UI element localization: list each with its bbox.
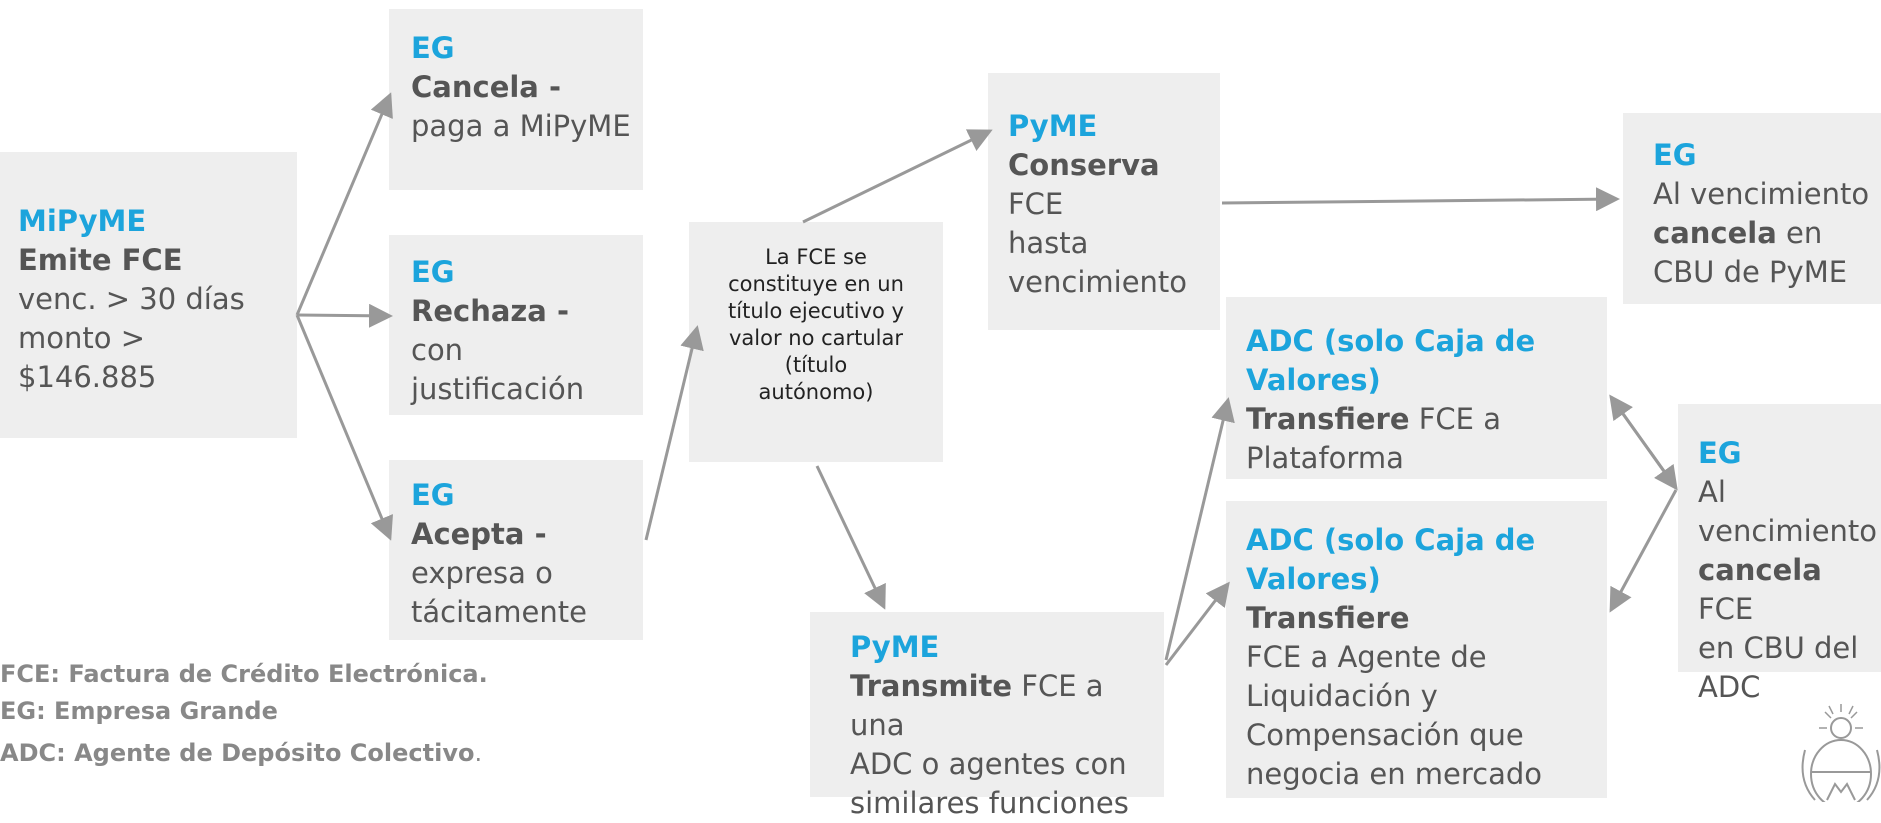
detail-text: FCE	[1008, 187, 1064, 221]
actor-label: EG	[1653, 138, 1697, 172]
detail-text: en	[1776, 216, 1823, 250]
detail-text: en CBU del	[1698, 631, 1859, 665]
note-line: (título	[784, 353, 848, 377]
arrow-emite-to-cancela	[295, 92, 393, 316]
actor-label: Valores)	[1246, 363, 1381, 397]
action-label: Cancela -	[411, 70, 561, 104]
detail-text: Plataforma	[1246, 441, 1404, 475]
detail-text: ADC o agentes con	[850, 747, 1127, 781]
detail-text: paga a MiPyME	[411, 109, 631, 143]
detail-text: con justificación	[411, 333, 585, 406]
note-line: La FCE se	[765, 245, 867, 269]
actor-label: PyME	[850, 630, 940, 664]
detail-text: expresa o	[411, 556, 553, 590]
action-label: Conserva	[1008, 148, 1160, 182]
actor-label: EG	[1698, 436, 1742, 470]
condition-text: venc. > 30 días	[18, 282, 245, 316]
actor-label: Valores)	[1246, 562, 1381, 596]
arrow-eg-adc-to-adc-agente	[1609, 489, 1678, 613]
actor-label: EG	[411, 255, 455, 289]
detail-text: tácitamente	[411, 595, 587, 629]
note-line: valor no cartular	[728, 326, 904, 350]
action-label: cancela	[1698, 553, 1822, 587]
detail-text: Al	[1698, 475, 1726, 509]
box-adc-plataforma: ADC (solo Caja de Valores) Transfiere FC…	[1226, 297, 1607, 479]
detail-text: FCE a	[1409, 402, 1501, 436]
detail-text: vencimiento	[1008, 265, 1188, 299]
coat-of-arms-icon	[1801, 704, 1881, 802]
condition-text: monto > $146.885	[18, 321, 157, 394]
action-line: Transfiere FCE a	[1246, 400, 1597, 439]
actor-label: MiPyME	[18, 204, 147, 238]
detail-text: Al vencimiento	[1653, 177, 1870, 211]
detail-text: hasta	[1008, 226, 1089, 260]
action-label: Transfiere	[1246, 601, 1410, 635]
action-line: Transmite FCE a una	[850, 667, 1154, 745]
action-line: cancela FCE	[1698, 551, 1877, 629]
action-label: Rechaza -	[411, 294, 569, 328]
arrow-adc-plataforma-to-eg-adc	[1609, 396, 1678, 491]
action-label: Transfiere	[1246, 402, 1410, 436]
box-eg-cancela: EG Cancela - paga a MiPyME	[389, 9, 643, 190]
action-label: Emite FCE	[18, 243, 183, 277]
arrow-titulo-to-transmite	[815, 465, 886, 610]
actor-label: EG	[411, 31, 455, 65]
arrow-transmite-to-adc-agente	[1164, 581, 1230, 666]
actor-label: PyME	[1008, 109, 1098, 143]
detail-text: FCE	[1698, 592, 1754, 626]
arrow-transmite-to-adc-plataforma	[1164, 397, 1235, 661]
detail-text: Compensación que	[1246, 718, 1524, 752]
arrow-titulo-to-conserva	[802, 129, 993, 224]
actor-label: ADC (solo Caja de	[1246, 324, 1536, 358]
note-line: autónomo)	[758, 380, 874, 404]
actor-label: EG	[411, 478, 455, 512]
actor-label: ADC (solo Caja de	[1246, 523, 1536, 557]
detail-text: ADC	[1698, 670, 1761, 704]
legend-adc-text: ADC: Agente de Depósito Colectivo	[0, 739, 475, 767]
detail-text: FCE a una	[850, 669, 1104, 742]
action-label: Transmite	[850, 669, 1013, 703]
action-label: cancela	[1653, 216, 1777, 250]
legend-eg: EG: Empresa Grande	[0, 697, 278, 725]
box-eg-vencimiento-pyme: EG Al vencimiento cancela en CBU de PyME	[1623, 113, 1881, 304]
detail-text: Liquidación y	[1246, 679, 1438, 713]
box-mipyme-emite: MiPyME Emite FCE venc. > 30 días monto >…	[0, 152, 297, 438]
arrow-emite-to-acepta	[295, 314, 393, 541]
legend-fce: FCE: Factura de Crédito Electrónica.	[0, 660, 488, 688]
detail-text: vencimiento	[1698, 514, 1878, 548]
detail-text: negocia en mercado	[1246, 757, 1543, 791]
detail-text: FCE a Agente de	[1246, 640, 1487, 674]
flow-arrows	[295, 92, 1678, 666]
box-eg-vencimiento-adc: EG Al vencimiento cancela FCE en CBU del…	[1678, 404, 1881, 704]
legend-adc: ADC: Agente de Depósito Colectivo.	[0, 739, 482, 767]
box-adc-agente: ADC (solo Caja de Valores) Transfiere FC…	[1226, 501, 1607, 798]
arrow-acepta-to-titulo	[644, 325, 704, 541]
action-label: Acepta -	[411, 517, 547, 551]
detail-text: CBU de PyME	[1653, 255, 1848, 289]
note-line: constituye en un	[728, 272, 904, 296]
box-eg-rechaza: EG Rechaza - con justificación	[389, 235, 643, 415]
legend-adc-suffix: .	[474, 739, 483, 767]
action-line: cancela en	[1653, 214, 1871, 253]
box-titulo-ejecutivo: La FCE se constituye en un título ejecut…	[689, 222, 943, 462]
arrow-conserva-to-eg-pyme	[1221, 187, 1620, 212]
box-eg-acepta: EG Acepta - expresa o tácitamente	[389, 460, 643, 640]
note-line: título ejecutivo y	[728, 299, 904, 323]
box-pyme-conserva: PyME Conserva FCE hasta vencimiento	[988, 73, 1220, 330]
arrow-emite-to-rechaza	[296, 303, 393, 328]
